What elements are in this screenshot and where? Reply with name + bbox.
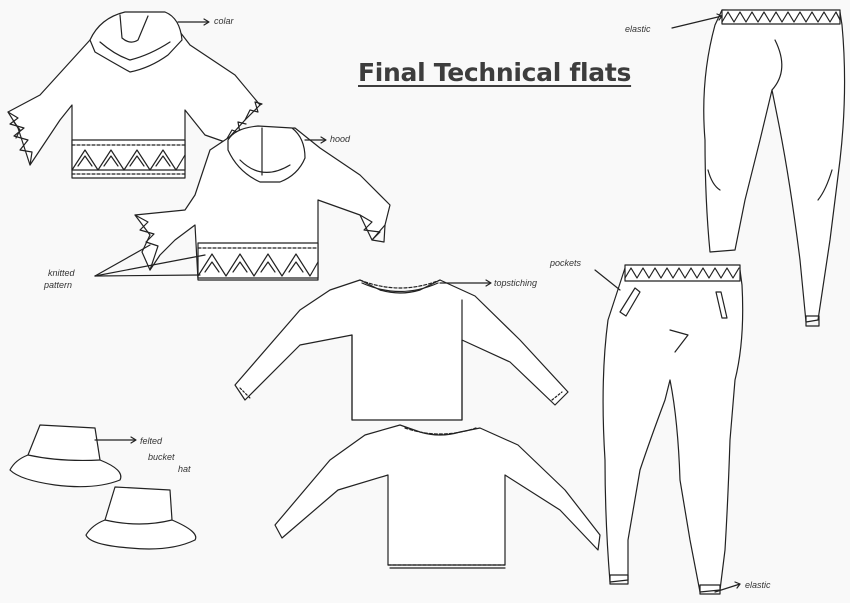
bucket-hat-front: [10, 425, 136, 487]
label-pockets: pockets: [550, 258, 582, 268]
label-hat-felted: felted: [140, 436, 163, 446]
joggers-front: [595, 265, 743, 594]
hoodie-front: [8, 12, 262, 178]
leggings-front: [672, 10, 845, 326]
hoodie-back: [95, 126, 390, 280]
label-hood: hood: [330, 134, 351, 144]
long-sleeve-top-front: [235, 280, 568, 420]
label-hat-hat: hat: [178, 464, 191, 474]
label-collar: colar: [214, 16, 234, 26]
page-title: Final Technical flats: [358, 58, 632, 87]
label-hat-bucket: bucket: [148, 452, 175, 462]
label-elastic-top: elastic: [625, 24, 651, 34]
label-elastic-bottom: elastic: [745, 580, 771, 590]
long-sleeve-top-back: [275, 425, 600, 568]
bucket-hat-back: [86, 487, 196, 549]
label-pattern: pattern: [44, 280, 73, 290]
label-knitted: knitted: [48, 268, 75, 278]
label-topstitching: topstiching: [494, 278, 538, 288]
